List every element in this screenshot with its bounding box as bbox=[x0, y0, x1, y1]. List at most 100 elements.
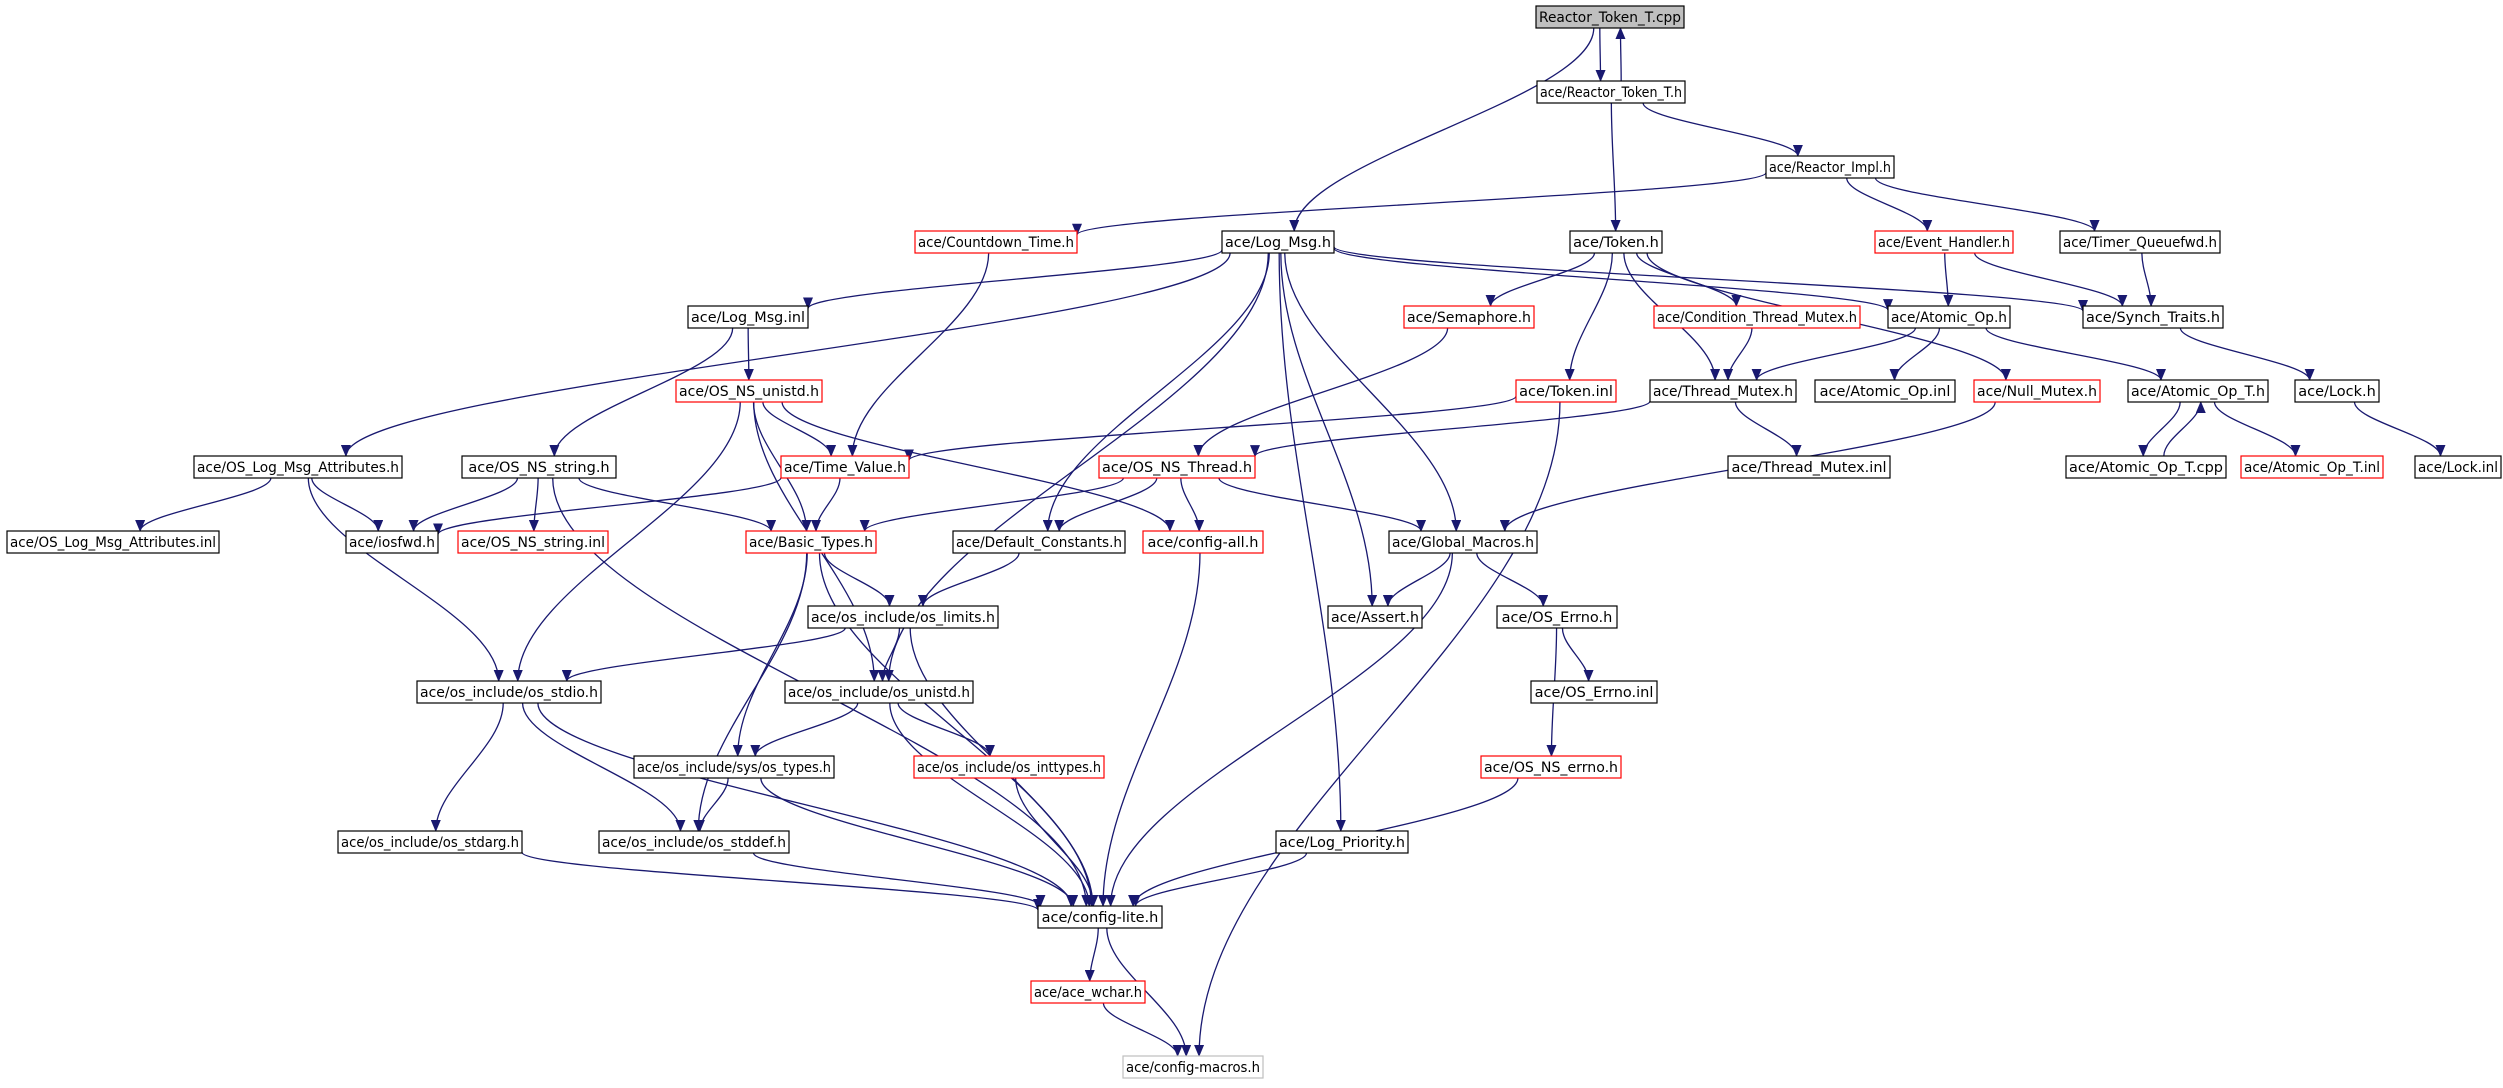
node-basic[interactable]: ace/Basic_Types.h bbox=[745, 530, 877, 554]
node-configall[interactable]: ace/config-all.h bbox=[1142, 530, 1264, 554]
node-label: ace/Time_Value.h bbox=[784, 460, 906, 476]
edge-n_atomict-to-n_atomictinl bbox=[2213, 401, 2301, 457]
node-oslmainl[interactable]: ace/OS_Log_Msg_Attributes.inl bbox=[6, 530, 220, 554]
node-logmsg[interactable]: ace/Log_Msg.h bbox=[1221, 230, 1335, 254]
node-logprio[interactable]: ace/Log_Priority.h bbox=[1275, 830, 1409, 854]
node-box bbox=[2065, 455, 2227, 479]
edge-n_inttypes-to-n_configlite bbox=[1015, 777, 1099, 907]
node-box bbox=[1037, 905, 1163, 929]
node-oserrno[interactable]: ace/OS_Errno.h bbox=[1496, 605, 1618, 629]
node-box bbox=[1887, 305, 2011, 329]
node-ctm[interactable]: ace/Condition_Thread_Mutex.h bbox=[1653, 305, 1861, 329]
edge-n_oslma-to-n_osstdio bbox=[307, 477, 504, 682]
edge-n_rimpl-to-n_countdown bbox=[1072, 172, 1767, 236]
node-lock[interactable]: ace/Lock.h bbox=[2294, 379, 2380, 403]
edge-n_osthread-to-n_basic bbox=[859, 477, 1124, 532]
node-stddef[interactable]: ace/os_include/os_stddef.h bbox=[598, 830, 790, 854]
node-box bbox=[6, 530, 220, 554]
node-token[interactable]: ace/Token.h bbox=[1569, 230, 1663, 254]
node-oslma[interactable]: ace/OS_Log_Msg_Attributes.h bbox=[193, 455, 403, 479]
node-nserrno[interactable]: ace/OS_NS_errno.h bbox=[1480, 755, 1622, 779]
node-atomictcpp[interactable]: ace/Atomic_Op_T.cpp bbox=[2065, 455, 2227, 479]
node-sema[interactable]: ace/Semaphore.h bbox=[1403, 305, 1535, 329]
node-box bbox=[2294, 379, 2380, 403]
node-oserrnoinl[interactable]: ace/OS_Errno.inl bbox=[1530, 680, 1658, 704]
edge-n_root-to-n_logmsg bbox=[1289, 27, 1595, 232]
node-wchar[interactable]: ace/ace_wchar.h bbox=[1030, 980, 1146, 1004]
node-osunistd[interactable]: ace/os_include/os_unistd.h bbox=[784, 680, 974, 704]
edge-n_synch-to-n_lock bbox=[2179, 327, 2315, 381]
edge-n_oslma-to-n_oslmainl bbox=[135, 477, 272, 532]
node-box bbox=[687, 305, 809, 329]
node-box bbox=[1221, 230, 1335, 254]
node-osstdio[interactable]: ace/os_include/os_stdio.h bbox=[416, 680, 602, 704]
node-evh[interactable]: ace/Event_Handler.h bbox=[1874, 230, 2014, 254]
node-nullmutex[interactable]: ace/Null_Mutex.h bbox=[1973, 379, 2101, 403]
edge-n_logmsg-to-n_globalm bbox=[1284, 252, 1462, 532]
node-label: ace/config-macros.h bbox=[1126, 1060, 1260, 1076]
node-tmutexinl[interactable]: ace/Thread_Mutex.inl bbox=[1727, 455, 1891, 479]
node-stdarg[interactable]: ace/os_include/os_stdarg.h bbox=[337, 830, 523, 854]
edge-n_tmutex-to-n_osthread bbox=[1250, 400, 1651, 458]
node-label: ace/Event_Handler.h bbox=[1878, 235, 2010, 251]
node-logmsginl[interactable]: ace/Log_Msg.inl bbox=[687, 305, 809, 329]
node-box bbox=[345, 530, 439, 554]
edge-n_logprio-to-n_configlite bbox=[1130, 852, 1308, 907]
node-osstring[interactable]: ace/OS_NS_string.h bbox=[461, 455, 617, 479]
node-osthread[interactable]: ace/OS_NS_Thread.h bbox=[1098, 455, 1256, 479]
node-atomict[interactable]: ace/Atomic_Op_T.h bbox=[2127, 379, 2269, 403]
node-label: ace/Synch_Traits.h bbox=[2086, 310, 2220, 326]
node-atomic[interactable]: ace/Atomic_Op.h bbox=[1887, 305, 2011, 329]
edge-n_rtt_h-to-n_root bbox=[1615, 27, 1626, 82]
node-tokeninl[interactable]: ace/Token.inl bbox=[1515, 379, 1617, 403]
node-oslimits[interactable]: ace/os_include/os_limits.h bbox=[807, 605, 999, 629]
node-unistd[interactable]: ace/OS_NS_unistd.h bbox=[675, 379, 823, 403]
edge-n_logmsg-to-n_defconst bbox=[1042, 252, 1270, 532]
node-box bbox=[745, 530, 877, 554]
node-tqfwd[interactable]: ace/Timer_Queuefwd.h bbox=[2059, 230, 2221, 254]
edge-n_basic-to-n_stddef bbox=[693, 552, 808, 832]
node-globalm[interactable]: ace/Global_Macros.h bbox=[1388, 530, 1538, 554]
edge-n_ctm-to-n_tmutex bbox=[1723, 327, 1753, 381]
edge-n_osthread-to-n_globalm bbox=[1218, 477, 1426, 532]
edge-n_configlite-to-n_macros bbox=[1106, 927, 1192, 1057]
node-label: ace/OS_NS_unistd.h bbox=[679, 384, 819, 400]
node-atomicinl[interactable]: ace/Atomic_Op.inl bbox=[1814, 379, 1956, 403]
edge-n_atomict-to-n_atomictcpp bbox=[2138, 401, 2181, 457]
node-countdown[interactable]: ace/Countdown_Time.h bbox=[914, 230, 1078, 254]
node-box bbox=[913, 755, 1105, 779]
node-label: ace/Thread_Mutex.h bbox=[1653, 384, 1793, 400]
node-iosfwd[interactable]: ace/iosfwd.h bbox=[345, 530, 439, 554]
node-macros[interactable]: ace/config-macros.h bbox=[1122, 1055, 1264, 1079]
node-label: ace/iosfwd.h bbox=[349, 535, 435, 551]
edge-n_basic-to-n_oslimits bbox=[823, 552, 895, 607]
edge-n_logmsginl-to-n_unistd bbox=[743, 327, 754, 381]
node-box bbox=[2414, 455, 2502, 479]
edge-n_osstdio-to-n_stdarg bbox=[430, 702, 504, 832]
node-tmutex[interactable]: ace/Thread_Mutex.h bbox=[1649, 379, 1797, 403]
node-label: Reactor_Token_T.cpp bbox=[1539, 10, 1681, 26]
node-assert[interactable]: ace/Assert.h bbox=[1327, 605, 1423, 629]
node-timevalue[interactable]: ace/Time_Value.h bbox=[780, 455, 910, 479]
node-defconst[interactable]: ace/Default_Constants.h bbox=[952, 530, 1126, 554]
node-atomictinl[interactable]: ace/Atomic_Op_T.inl bbox=[2240, 455, 2384, 479]
edge-n_osstring-to-n_iosfwd bbox=[408, 477, 519, 532]
node-lockinl[interactable]: ace/Lock.inl bbox=[2414, 455, 2502, 479]
edge-n_countdown-to-n_timevalue bbox=[847, 252, 990, 457]
node-inttypes[interactable]: ace/os_include/os_inttypes.h bbox=[913, 755, 1105, 779]
edge-n_unistd-to-n_timevalue bbox=[762, 401, 837, 457]
node-osstringinl[interactable]: ace/OS_NS_string.inl bbox=[457, 530, 609, 554]
node-box bbox=[598, 830, 790, 854]
node-box bbox=[2240, 455, 2384, 479]
node-synch[interactable]: ace/Synch_Traits.h bbox=[2082, 305, 2224, 329]
node-label: ace/OS_Errno.inl bbox=[1535, 685, 1654, 701]
node-label: ace/Log_Priority.h bbox=[1279, 835, 1405, 851]
node-rtt_h[interactable]: ace/Reactor_Token_T.h bbox=[1536, 80, 1686, 104]
node-box bbox=[1275, 830, 1409, 854]
node-ostypes[interactable]: ace/os_include/sys/os_types.h bbox=[633, 755, 835, 779]
edge-n_unistd-to-n_basic bbox=[752, 401, 812, 532]
edge-n_defconst-to-n_oslimits bbox=[918, 552, 1020, 607]
edge-n_osthread-to-n_configall bbox=[1180, 477, 1205, 532]
node-configlite[interactable]: ace/config-lite.h bbox=[1037, 905, 1163, 929]
node-rimpl[interactable]: ace/Reactor_Impl.h bbox=[1765, 155, 1895, 179]
